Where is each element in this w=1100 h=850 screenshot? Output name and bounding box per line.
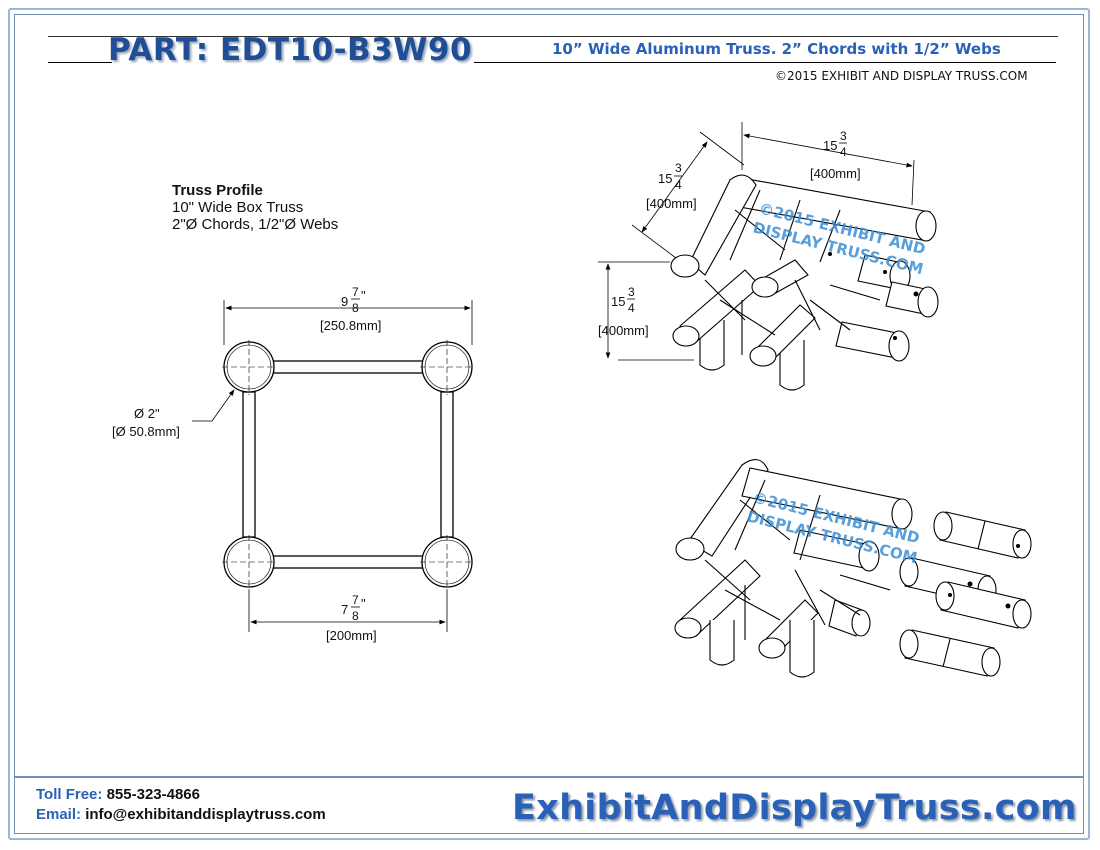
web-top	[271, 360, 425, 374]
email-link[interactable]: info@exhibitanddisplaytruss.com	[85, 806, 326, 823]
part-subtitle: 10” Wide Aluminum Truss. 2” Chords with …	[552, 40, 1001, 58]
iso-dim-vert-den: 4	[628, 301, 635, 315]
email-label: Email:	[36, 806, 82, 823]
bottom-dim-den: 8	[352, 609, 359, 623]
toll-free-line: Toll Free: 855-323-4866	[36, 786, 200, 803]
top-dim-mm: [250.8mm]	[320, 318, 381, 333]
top-dim-inch-mark: "	[361, 288, 366, 303]
bottom-dim-whole: 7	[341, 602, 348, 617]
iso-dim-left-den: 4	[675, 178, 682, 192]
iso-dim-top-num: 3	[840, 129, 847, 143]
web-right	[440, 391, 454, 538]
isometric-assembled	[670, 174, 939, 391]
bottom-dim-mm: [200mm]	[326, 628, 377, 643]
email-line: Email: info@exhibitanddisplaytruss.com	[36, 806, 326, 823]
truss-drawing: 9 7 8 " [250.8mm] 7 7 8 " [200mm] Ø 2" […	[112, 122, 1032, 678]
top-dim-den: 8	[352, 301, 359, 315]
iso-dimension-lines	[598, 122, 915, 361]
connector-sleeve-4	[899, 629, 1001, 677]
toll-free-number[interactable]: 855-323-4866	[106, 786, 200, 803]
isometric-exploded	[674, 459, 1032, 678]
iso-dim-left-num: 3	[675, 161, 682, 175]
inner-frame	[14, 14, 1084, 834]
top-dimension-lines	[223, 300, 473, 345]
footer-bar	[14, 776, 1084, 834]
profile-line-2: 2"Ø Chords, 1/2"Ø Webs	[172, 216, 339, 233]
bottom-dim-inch-mark: "	[361, 596, 366, 611]
copyright-notice: ©2015 EXHIBIT AND DISPLAY TRUSS.COM	[775, 69, 1028, 83]
web-left	[242, 391, 256, 538]
connector-sleeve-1	[933, 511, 1032, 559]
iso-dim-top-den: 4	[840, 145, 847, 159]
iso-dim-left-mm: [400mm]	[646, 196, 697, 211]
website-link[interactable]: ExhibitAndDisplayTruss.com	[512, 788, 1077, 828]
iso-dim-vert-num: 3	[628, 285, 635, 299]
bottom-dimension-lines	[248, 590, 448, 632]
toll-free-label: Toll Free:	[36, 786, 103, 803]
chord-dim: Ø 2"	[134, 406, 160, 421]
profile-title: Truss Profile	[172, 182, 263, 199]
iso-dim-vert-mm: [400mm]	[598, 323, 649, 338]
chord-dim-mm: [Ø 50.8mm]	[112, 424, 180, 439]
profile-line-1: 10" Wide Box Truss	[172, 199, 304, 216]
iso-dim-top-mm: [400mm]	[810, 166, 861, 181]
outer-frame	[8, 8, 1090, 840]
part-title: PART: EDT10-B3W90	[108, 32, 473, 68]
title-rule-left	[48, 62, 112, 63]
top-dim-whole: 9	[341, 294, 348, 309]
title-rule-right	[474, 62, 1056, 63]
top-dim-num: 7	[352, 285, 359, 299]
profile-cross-section	[223, 341, 473, 588]
web-bottom	[271, 555, 425, 569]
bottom-dim-num: 7	[352, 593, 359, 607]
title-rule-top	[48, 36, 1058, 37]
iso-dim-top-whole: 15	[823, 138, 837, 153]
iso-dim-vert-whole: 15	[611, 294, 625, 309]
chord-callout-leader	[192, 389, 235, 422]
connector-sleeve-3	[935, 581, 1032, 629]
iso-dim-left-whole: 15	[658, 171, 672, 186]
center-lines	[222, 340, 474, 590]
